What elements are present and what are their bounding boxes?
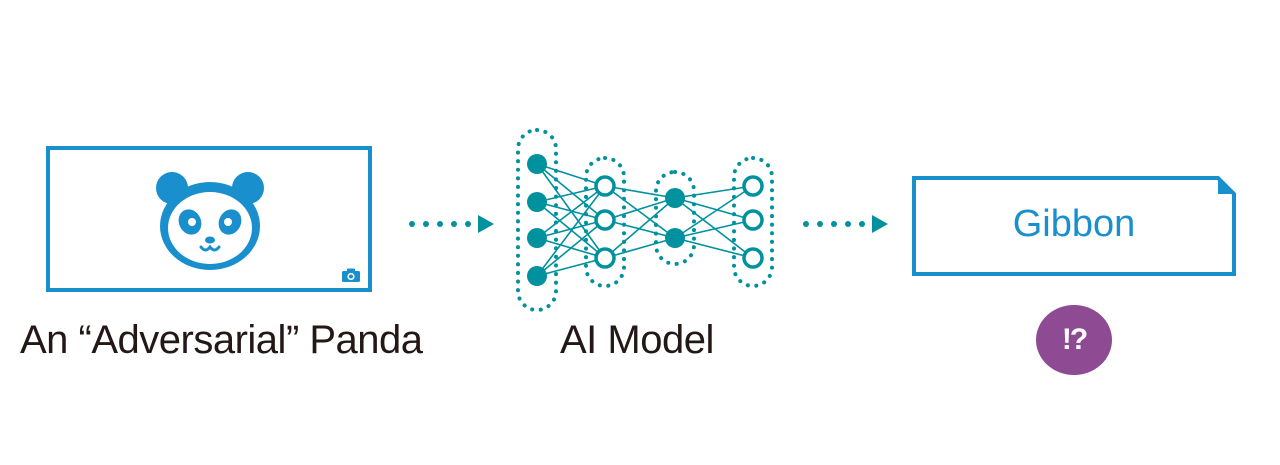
prediction-label: Gibbon [1012,202,1136,245]
dotted-arrow-icon [409,215,494,233]
input-image-frame [46,146,372,292]
camera-icon [342,268,360,282]
prediction-result-box: Gibbon [912,176,1236,276]
document-outline-icon [912,176,1236,276]
dotted-arrow-icon [803,215,888,233]
surprise-badge: !? [1036,305,1112,375]
neural-network-icon [516,128,774,312]
panda-face-icon [156,172,264,270]
model-caption: AI Model [560,318,714,362]
input-caption: An “Adversarial” Panda [20,318,423,362]
